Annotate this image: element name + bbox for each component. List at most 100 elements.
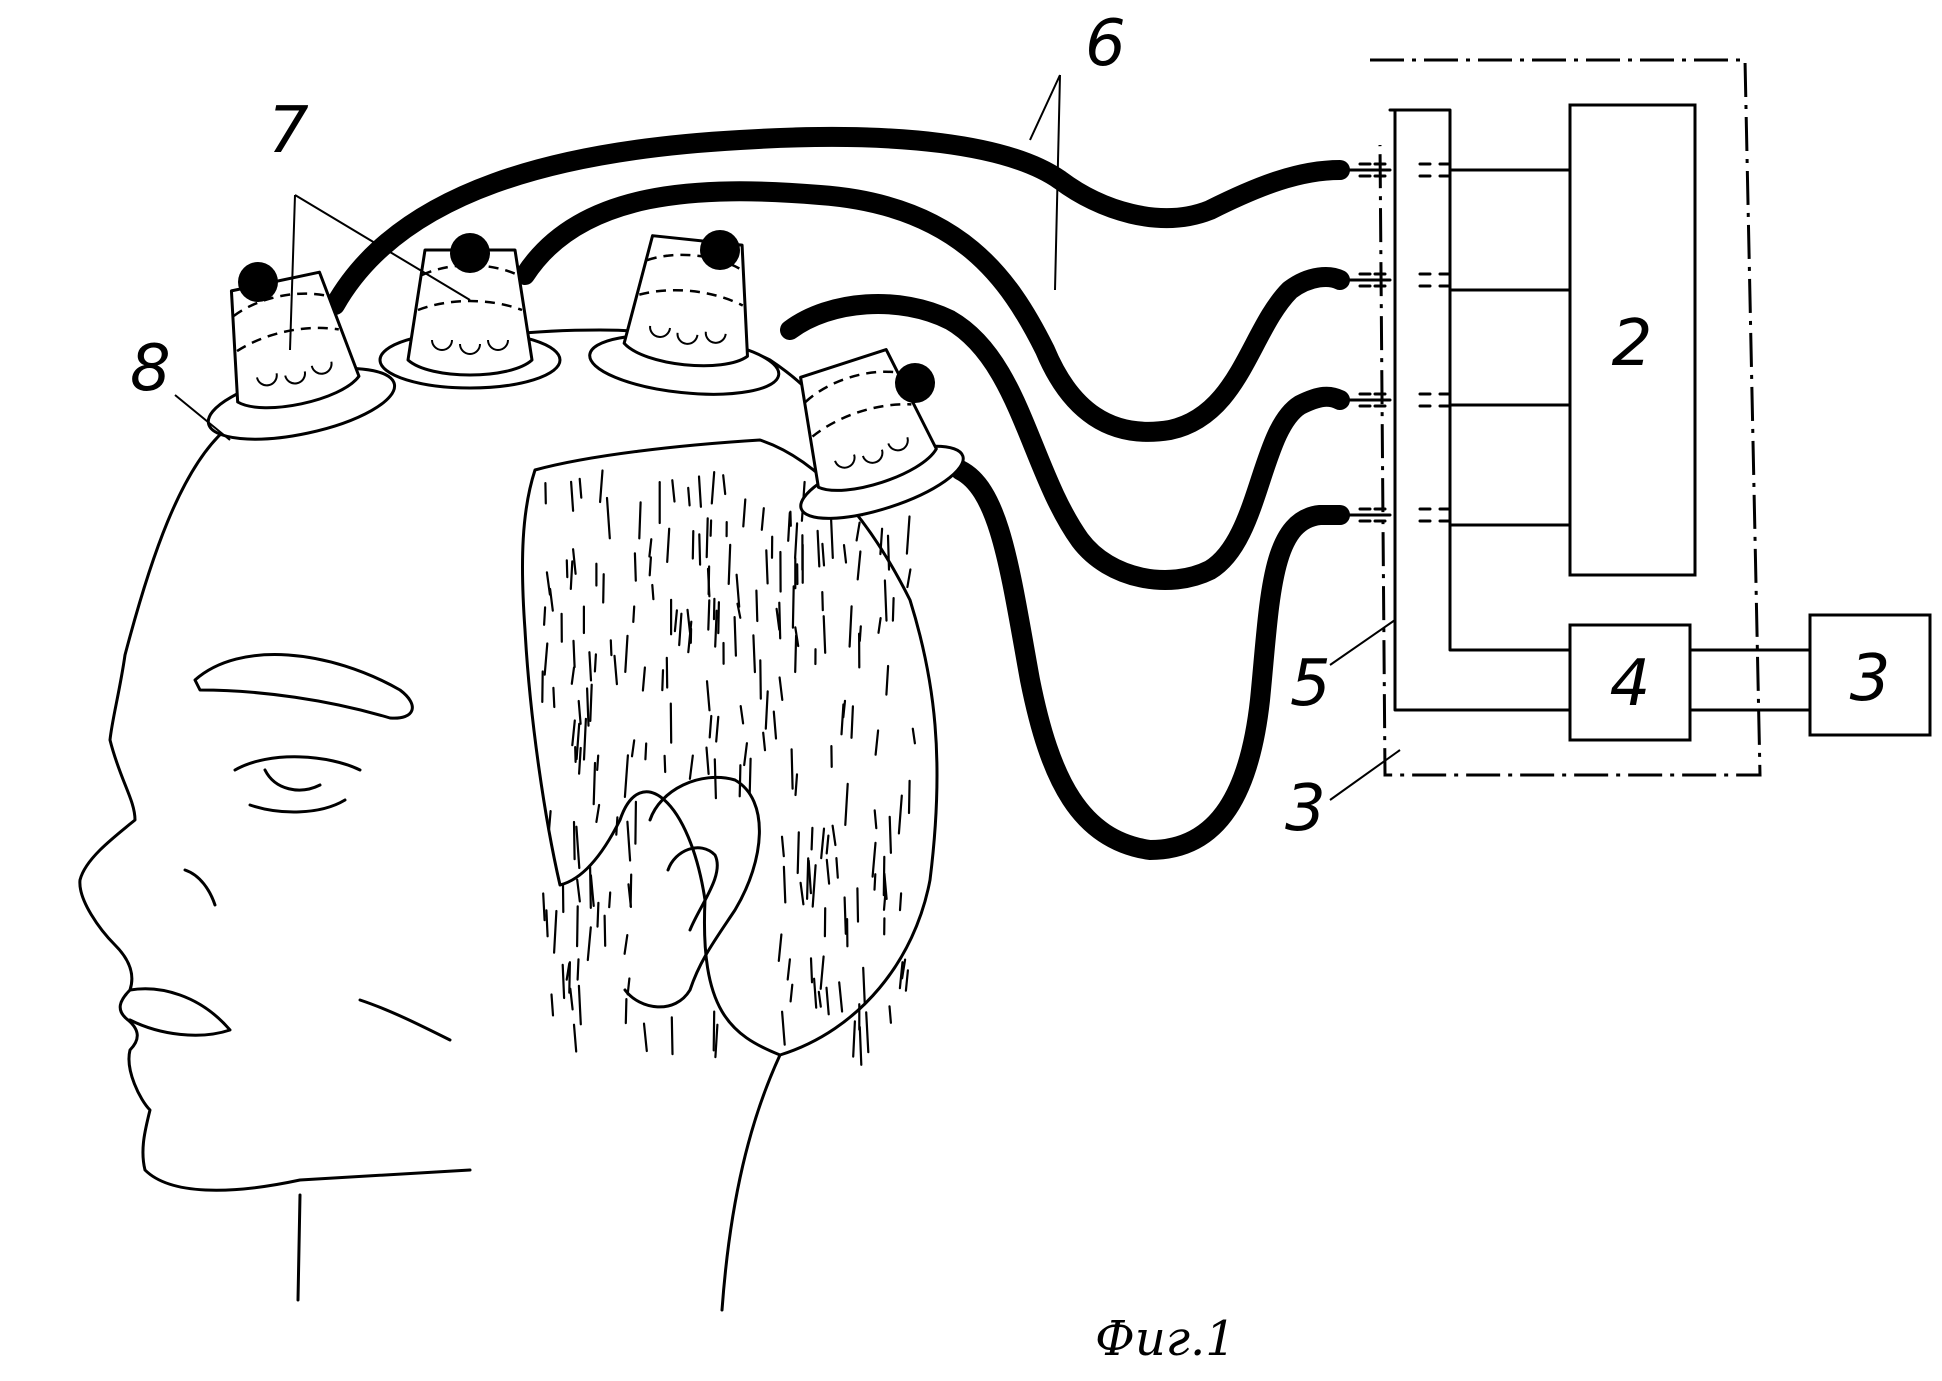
hair-stroke xyxy=(547,809,552,831)
hair-stroke xyxy=(609,639,613,657)
hair-stroke xyxy=(596,754,600,772)
hair-stroke xyxy=(634,800,638,845)
hair-stroke xyxy=(850,705,855,739)
hair-stroke xyxy=(858,625,862,643)
hair-stroke xyxy=(592,761,597,806)
hair-stroke xyxy=(882,890,887,911)
hair-stroke xyxy=(835,856,839,879)
hair-stroke xyxy=(825,986,830,1016)
hair-stroke xyxy=(844,782,849,827)
hair-stroke xyxy=(543,642,549,676)
hair-stroke xyxy=(789,983,794,1003)
hair-stroke xyxy=(829,515,834,560)
hair-stroke xyxy=(705,746,710,776)
hose-4 xyxy=(950,460,1350,860)
reference-labels: 6 7 8 5 3 xyxy=(130,7,1401,846)
hair-stroke xyxy=(582,717,588,761)
hair-stroke xyxy=(632,605,636,624)
hair-stroke xyxy=(760,507,765,531)
cup-4 xyxy=(782,342,965,520)
hair-stroke xyxy=(714,1023,719,1059)
hair-stroke xyxy=(905,515,911,555)
hair-stroke xyxy=(799,881,805,906)
hair-stroke xyxy=(739,704,745,725)
block-3: 3 xyxy=(1688,613,1932,737)
hair-stroke xyxy=(596,901,600,928)
hair-stroke xyxy=(626,820,632,862)
hair-stroke xyxy=(816,529,821,568)
block-3-label: 3 xyxy=(1850,642,1891,716)
hair-stroke xyxy=(571,548,577,575)
hair-stroke xyxy=(714,609,718,648)
hair-stroke xyxy=(777,933,783,963)
hair-stroke xyxy=(624,634,629,674)
hair-stroke xyxy=(688,754,694,780)
hair-stroke xyxy=(873,809,878,830)
hair-stroke xyxy=(879,527,884,556)
hair-stroke xyxy=(687,620,693,654)
hair-stroke xyxy=(633,552,637,582)
hair-stroke xyxy=(691,529,695,560)
cup-3 xyxy=(588,232,781,396)
hair-stroke xyxy=(578,477,583,499)
hair-stroke xyxy=(575,905,579,948)
hair-stroke xyxy=(856,887,860,923)
label-3: 3 xyxy=(1285,772,1326,846)
hair-stroke xyxy=(786,958,792,981)
hair-stroke xyxy=(715,715,720,743)
hair-stroke xyxy=(608,891,612,909)
hair-stroke xyxy=(588,651,593,682)
hair-stroke xyxy=(812,977,818,1009)
hair-stroke xyxy=(697,475,703,508)
hair-stroke xyxy=(733,615,738,657)
figure-caption: Фиг.1 xyxy=(1095,1311,1236,1367)
hair-stroke xyxy=(873,873,877,891)
hair-stroke xyxy=(848,605,853,648)
block-2-label: 2 xyxy=(1612,307,1653,381)
hair-stroke xyxy=(883,579,888,622)
hair-stroke xyxy=(629,873,633,908)
hose-3 xyxy=(780,293,1350,590)
hair-stroke xyxy=(772,710,778,740)
hair-stroke xyxy=(713,758,718,800)
label-8: 8 xyxy=(130,332,171,406)
electrode-4 xyxy=(895,363,935,403)
hair-stroke xyxy=(838,981,844,1013)
hair-stroke xyxy=(717,601,721,635)
hair-stroke xyxy=(811,864,817,908)
hair-stroke xyxy=(644,742,648,761)
hair-stroke xyxy=(877,616,882,634)
hair-stroke xyxy=(565,962,571,981)
block-4-label: 4 xyxy=(1610,647,1651,721)
suction-cups xyxy=(206,230,965,520)
hair-stroke xyxy=(793,522,799,560)
hair-stroke xyxy=(790,748,794,790)
hair-stroke xyxy=(794,773,799,797)
hair-stroke xyxy=(762,731,767,752)
hair-stroke xyxy=(843,896,847,935)
hair-stroke xyxy=(577,984,582,1026)
label-7: 7 xyxy=(268,94,309,168)
hair-stroke xyxy=(673,609,679,633)
hair-stroke xyxy=(603,914,607,947)
hair-stroke xyxy=(907,779,911,815)
electrode-1 xyxy=(238,262,278,302)
hose-1 xyxy=(325,126,1350,315)
hair-stroke xyxy=(805,857,810,901)
hair-stroke xyxy=(588,865,592,910)
hair-stroke xyxy=(722,474,727,496)
hair-stroke xyxy=(630,739,636,758)
hair-stroke xyxy=(752,634,757,674)
hair-stroke xyxy=(709,519,713,537)
block-4: 4 xyxy=(1568,623,1692,742)
hair-stroke xyxy=(858,1025,863,1066)
hair-stroke xyxy=(602,573,605,604)
manifold xyxy=(1338,58,1762,777)
hair-stroke xyxy=(641,666,647,692)
hair-stroke xyxy=(623,933,629,955)
hair-stroke xyxy=(572,1023,578,1053)
hair-stroke xyxy=(888,815,893,855)
hair-stroke xyxy=(663,754,667,774)
hair-stroke xyxy=(748,757,752,796)
hair-stroke xyxy=(706,567,711,598)
